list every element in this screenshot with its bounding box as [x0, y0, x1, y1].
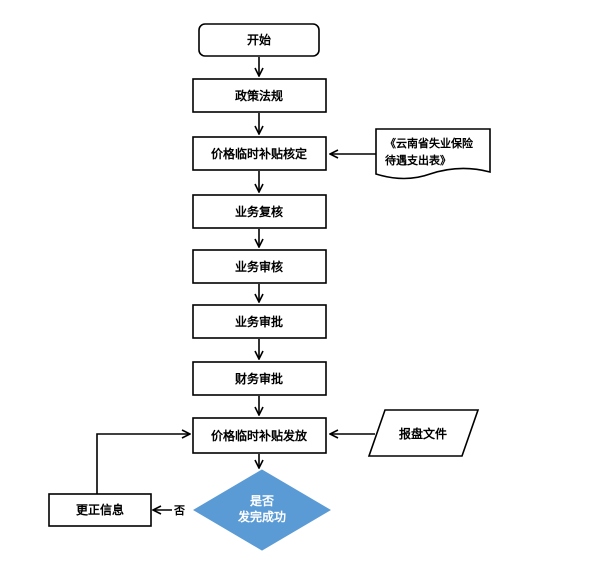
audit-label: 业务审核	[235, 259, 283, 274]
start-label: 开始	[247, 32, 271, 47]
correct-info-label: 更正信息	[76, 502, 124, 517]
verify-subsidy-node: 价格临时补贴核定	[192, 136, 327, 171]
approve-label: 业务审批	[235, 314, 283, 329]
review-label: 业务复核	[235, 204, 283, 219]
issue-subsidy-label: 价格临时补贴发放	[211, 428, 308, 443]
policy-node: 政策法规	[192, 78, 327, 113]
finance-approve-label: 财务审批	[234, 371, 283, 386]
decision-node: 是否 发完成功	[193, 469, 331, 551]
start-node: 开始	[198, 23, 320, 57]
arrow-correct-loop-back	[96, 434, 189, 494]
document-label-line2: 待遇支出表》	[384, 153, 451, 167]
document-input: 《云南省失业保险 待遇支出表》	[375, 128, 491, 180]
approve-node: 业务审批	[192, 304, 327, 339]
finance-approve-node: 财务审批	[192, 361, 327, 396]
policy-label: 政策法规	[235, 88, 283, 103]
review-node: 业务复核	[192, 194, 327, 229]
correct-info-node: 更正信息	[48, 493, 152, 527]
issue-subsidy-node: 价格临时补贴发放	[192, 417, 327, 454]
decision-label-line1: 是否	[249, 494, 274, 508]
decision-label-line2: 发完成功	[237, 509, 286, 524]
verify-subsidy-label: 价格临时补贴核定	[211, 146, 307, 161]
document-label-line1: 《云南省失业保险	[385, 136, 474, 150]
no-branch-label: 否	[173, 504, 185, 517]
disk-file-label: 报盘文件	[399, 426, 447, 441]
audit-node: 业务审核	[192, 249, 327, 284]
disk-file-input: 报盘文件	[367, 409, 480, 457]
